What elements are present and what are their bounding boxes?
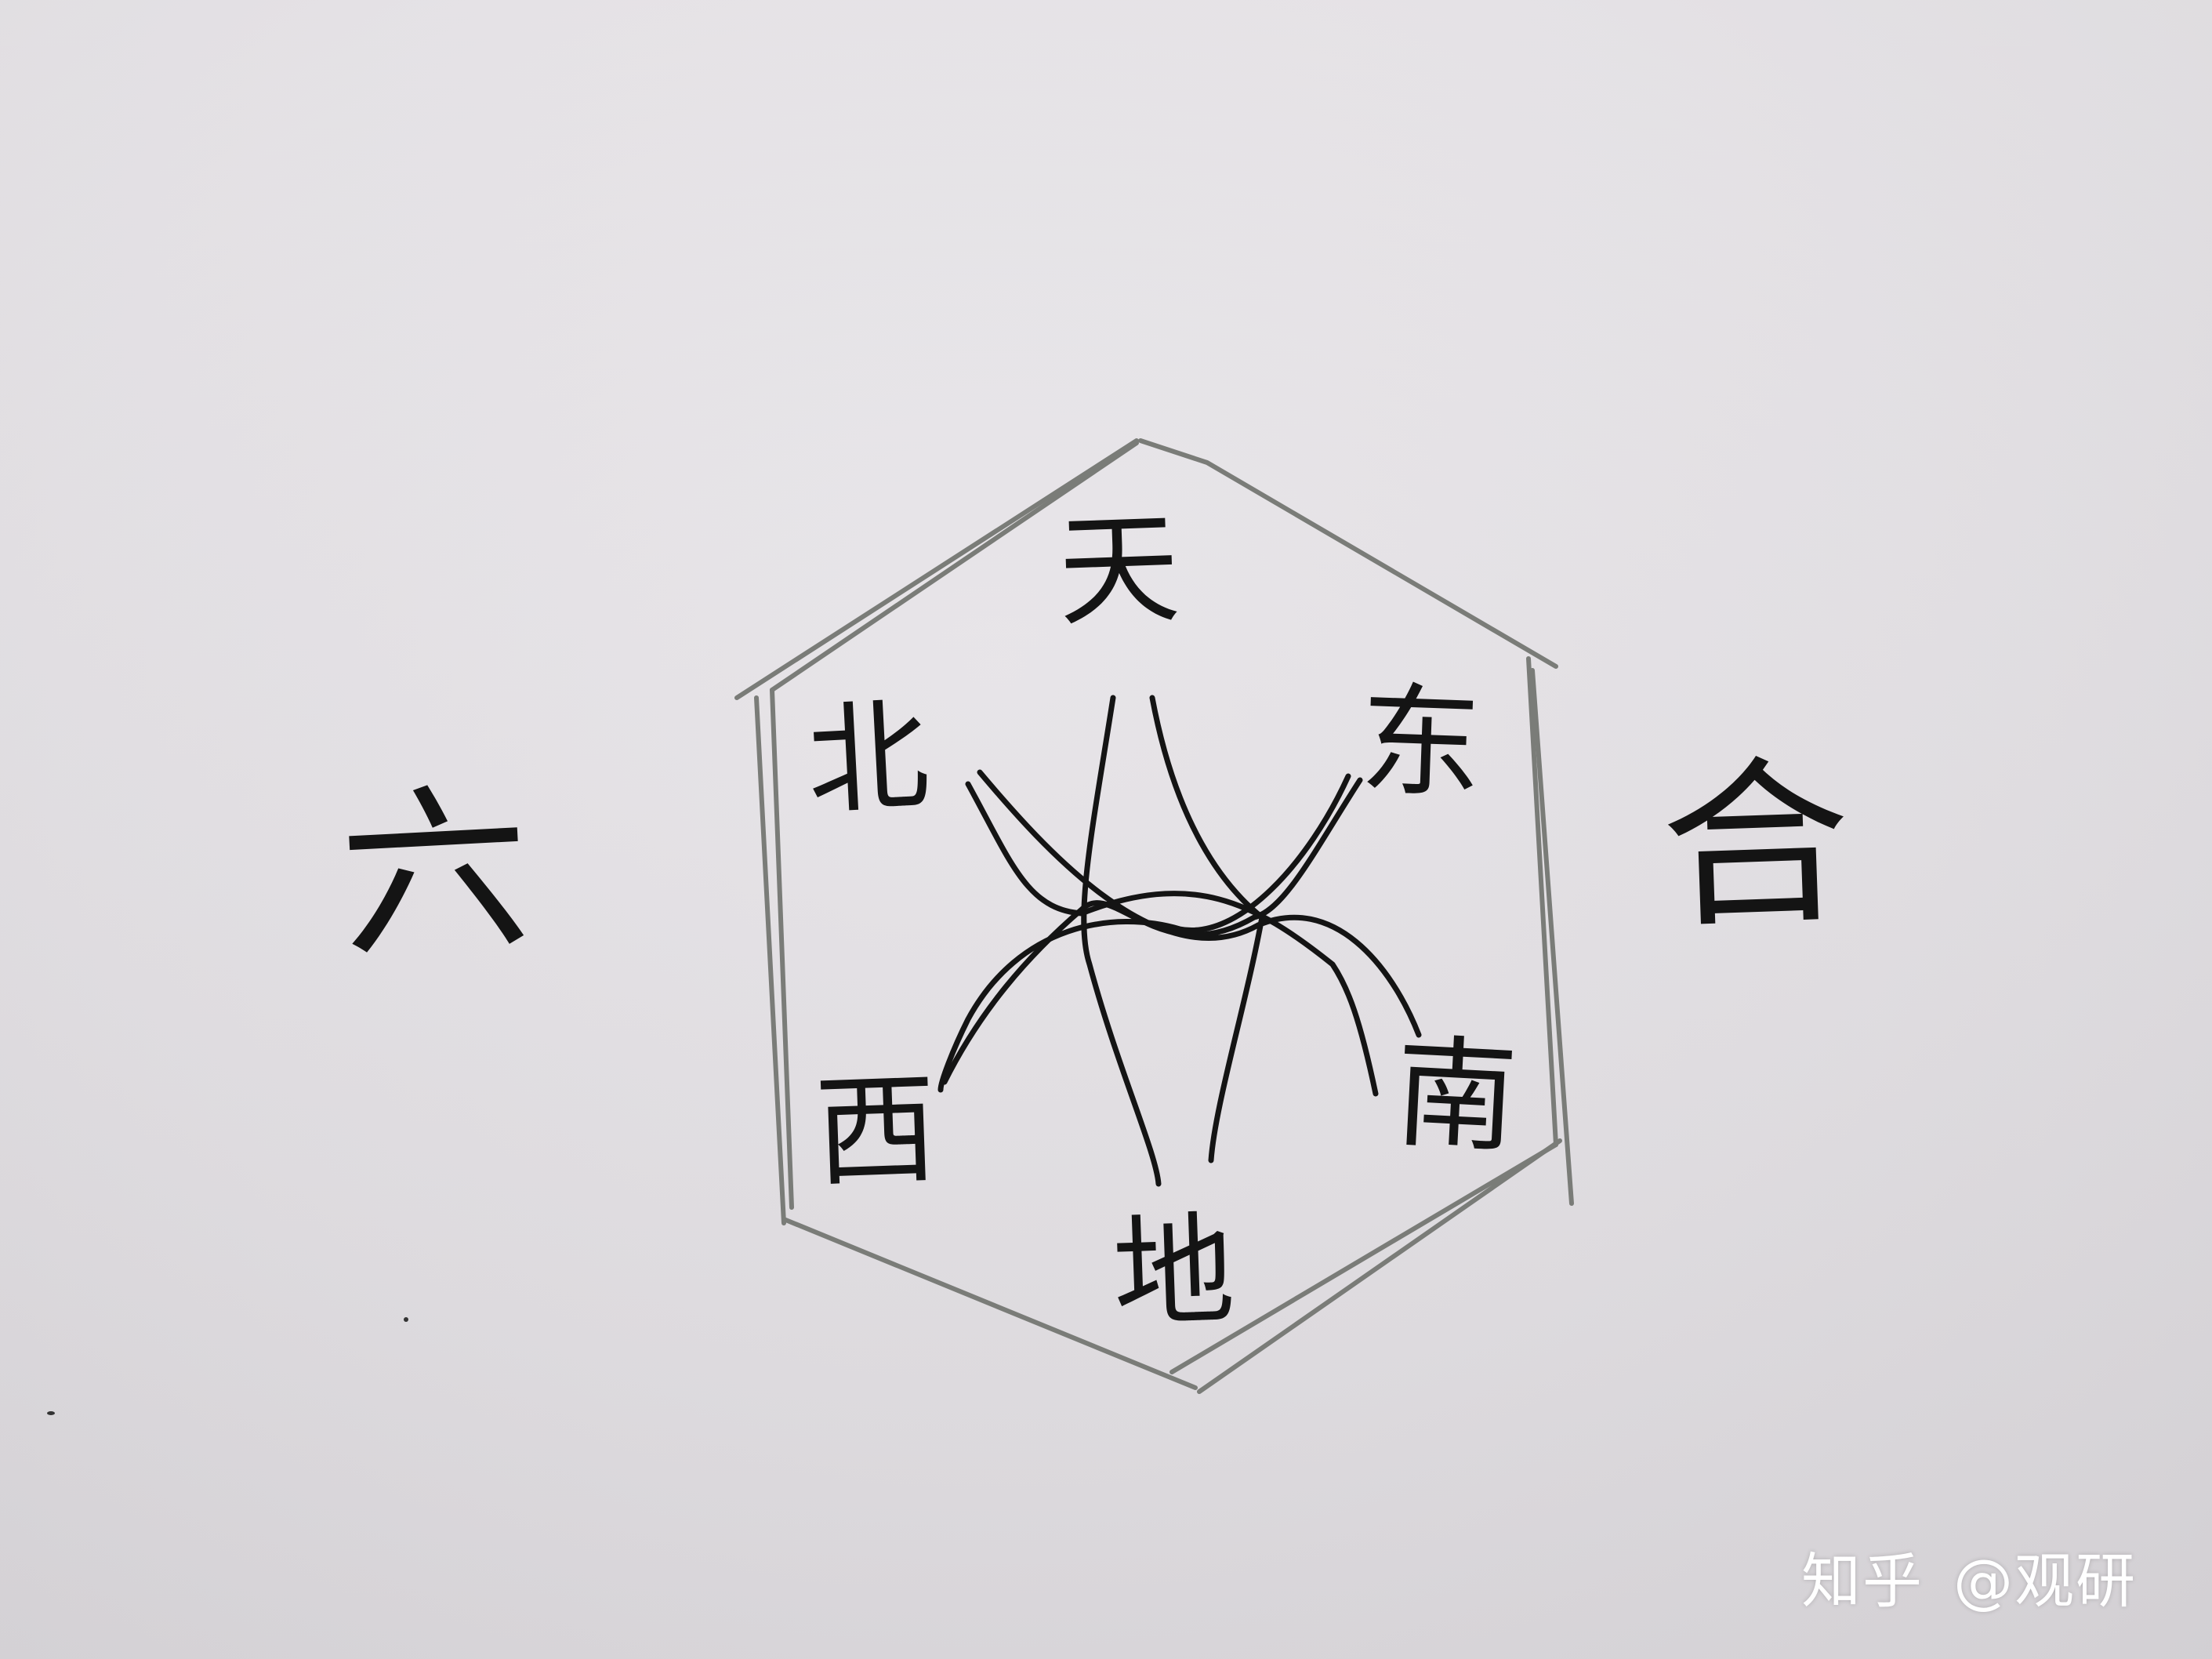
- hexagon-outline: [734, 438, 1574, 1394]
- connection-curves: [937, 695, 1422, 1187]
- curve-dong-xi-lower: [937, 773, 1351, 1093]
- pencil-speck: [47, 1411, 55, 1415]
- hexagon-edge-bottom-left: [781, 1217, 1198, 1390]
- hexagon-edge-left-inner: [770, 688, 794, 1210]
- hexagon-edge-top-left-inner: [734, 438, 1139, 700]
- node-west: 西: [812, 1058, 940, 1204]
- node-earth: 地: [1110, 1199, 1238, 1345]
- hexagon-edge-bottom-right: [1197, 1138, 1562, 1394]
- curve-bei-nan-upper: [977, 769, 1422, 1038]
- hexagon-edge-bottom-right-outer: [1169, 1142, 1558, 1374]
- title-right-char: 合: [1657, 738, 1855, 955]
- node-east: 东: [1357, 670, 1485, 816]
- watermark: 知乎 @观研: [1801, 1533, 2137, 1619]
- curve-tian-di-left: [1081, 695, 1162, 1187]
- curve-dong-xi-upper: [941, 777, 1363, 1085]
- node-north: 北: [803, 684, 933, 833]
- title-left-char: 六: [335, 764, 535, 984]
- hexagon-edge-right: [1526, 656, 1558, 1147]
- hexagon-edge-right-outer: [1530, 668, 1574, 1206]
- watermark-brand: 知乎: [1801, 1546, 1924, 1616]
- node-south: 南: [1391, 1022, 1521, 1170]
- hexagon-edge-top-left: [770, 441, 1139, 692]
- hexagon-edge-top-right: [1138, 438, 1558, 669]
- pencil-speck: [404, 1317, 408, 1322]
- node-heaven: 天: [1055, 497, 1183, 644]
- curve-bei-nan-lower: [965, 781, 1379, 1097]
- watermark-handle: @观研: [1953, 1546, 2137, 1616]
- hexagon-edge-left: [754, 695, 786, 1225]
